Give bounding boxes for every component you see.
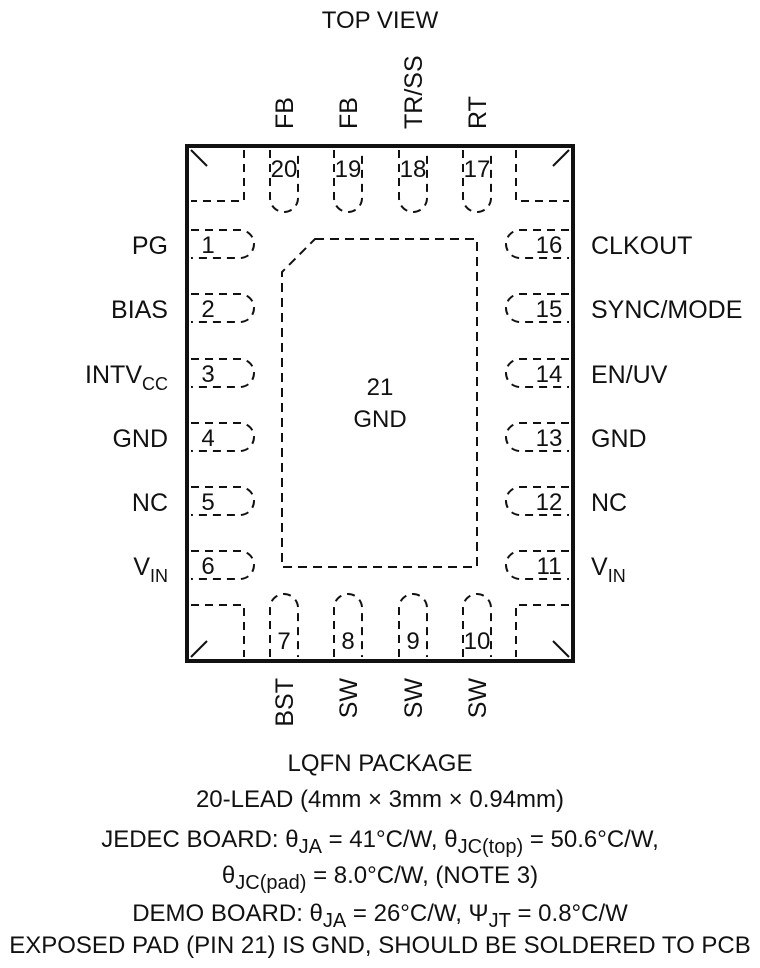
pin-name: NC	[132, 489, 168, 517]
pin-number: 9	[406, 628, 419, 655]
pin-pad	[269, 150, 299, 213]
pin-14: 14 EN/UV	[505, 358, 668, 389]
pin-number: 4	[201, 425, 214, 452]
pin-name: NC	[591, 489, 627, 517]
pin-8: 8SW	[333, 593, 363, 719]
pin-number: 7	[277, 628, 290, 655]
pin-number: 14	[536, 361, 563, 388]
pin-number: 15	[536, 296, 563, 323]
pin-11: 11 VIN	[505, 550, 626, 586]
pin-pad	[505, 422, 569, 452]
pin-name: FB	[335, 97, 363, 129]
pin-pad	[398, 150, 428, 213]
pin-number: 8	[341, 628, 354, 655]
pin-pad	[191, 358, 255, 388]
pin-number: 17	[464, 156, 491, 183]
pin-name: CLKOUT	[591, 232, 692, 260]
pin-pad	[191, 293, 255, 323]
pin-number: 13	[536, 425, 563, 452]
pin-pad	[505, 486, 569, 516]
pin-16: 16 CLKOUT	[505, 229, 692, 260]
pin-pad	[505, 550, 569, 580]
pin-name: SYNC/MODE	[591, 296, 742, 324]
pin-pad	[333, 150, 363, 213]
pin-name: BST	[271, 678, 299, 727]
pin-2: 2 BIAS	[111, 293, 255, 324]
pin-number: 2	[201, 296, 214, 323]
pin-17: 17 RT	[462, 96, 492, 213]
pin-name: SW	[400, 678, 428, 719]
pin-name: TR/SS	[400, 55, 428, 129]
caption-theta-pad: θJC(pad) = 8.0°C/W, (NOTE 3)	[221, 862, 539, 894]
pin-13: 13 GND	[505, 422, 647, 453]
pin-number: 5	[201, 489, 214, 516]
pin-name: SW	[464, 678, 492, 719]
exposed-pad-label: GND	[353, 406, 406, 433]
pin-name: SW	[335, 678, 363, 719]
pin-pad	[333, 593, 363, 657]
exposed-pad-number: 21	[367, 374, 394, 401]
pin-name: RT	[464, 96, 492, 129]
pin-4: 4 GND	[112, 422, 255, 453]
pin-number: 10	[464, 628, 491, 655]
pin-number: 3	[201, 361, 214, 388]
caption-exposed: EXPOSED PAD (PIN 21) IS GND, SHOULD BE S…	[9, 932, 751, 959]
pins-right: 16 CLKOUT 15 SYNC/MODE 14 EN/UV 13 GND 12 NC 11 VIN	[505, 229, 742, 586]
pins-top: 20 FB 19 FB 18 TR/SS 17 RT	[269, 55, 492, 213]
pin-pad	[191, 486, 255, 516]
pin-15: 15 SYNC/MODE	[505, 293, 742, 324]
pin-name: VIN	[591, 553, 626, 586]
caption-jedec: JEDEC BOARD: θJA = 41°C/W, θJC(top) = 50…	[101, 826, 659, 858]
pin-19: 19 FB	[333, 97, 363, 213]
pin-name: PG	[132, 232, 168, 260]
pin-pad	[191, 229, 255, 259]
pins-left: 1 PG 2 BIAS 3 INTVCC 4 GND 5 NC 6 VIN	[85, 229, 255, 586]
pin-name: BIAS	[111, 296, 168, 324]
corner-pads	[190, 149, 570, 658]
pin-number: 1	[201, 232, 214, 259]
pin-5: 5 NC	[132, 486, 255, 517]
pin-name: GND	[112, 425, 168, 453]
pin-pad	[505, 229, 569, 259]
pin-number: 12	[536, 489, 563, 516]
caption-lead: 20-LEAD (4mm × 3mm × 0.94mm)	[195, 786, 565, 813]
package-outline	[185, 144, 575, 663]
pin-18: 18 TR/SS	[398, 55, 428, 213]
pin-pad	[505, 293, 569, 323]
pin-1: 1 PG	[132, 229, 255, 260]
pin-number: 11	[537, 553, 562, 580]
pin-number: 18	[400, 156, 427, 183]
pin-number: 19	[335, 156, 362, 183]
pin-12: 12 NC	[505, 486, 627, 517]
pin-name: GND	[591, 425, 647, 453]
view-label: TOP VIEW	[322, 7, 439, 34]
pin-number: 20	[271, 156, 298, 183]
caption-demo: DEMO BOARD: θJA = 26°C/W, ΨJT = 0.8°C/W	[132, 900, 628, 932]
pin-number: 16	[536, 232, 563, 259]
pin-3: 3 INTVCC	[85, 358, 255, 394]
caption-package: LQFN PACKAGE	[287, 750, 473, 777]
pin-name: VIN	[133, 553, 168, 586]
pin-name: INTVCC	[85, 361, 168, 394]
pin-pad	[398, 593, 428, 657]
pin-20: 20 FB	[269, 97, 299, 213]
pin-name: EN/UV	[591, 361, 668, 389]
pin-pad	[505, 358, 569, 388]
exposed-pad	[281, 238, 478, 568]
pin-pad	[191, 422, 255, 452]
pin-number: 6	[201, 553, 214, 580]
pin-9: 9SW	[398, 593, 428, 719]
pin-pad	[191, 550, 255, 580]
pin-6: 6 VIN	[133, 550, 255, 586]
pin-pad	[269, 593, 299, 657]
pin-name: FB	[271, 97, 299, 129]
pin-pad	[462, 150, 492, 213]
pin-pad	[462, 593, 492, 657]
